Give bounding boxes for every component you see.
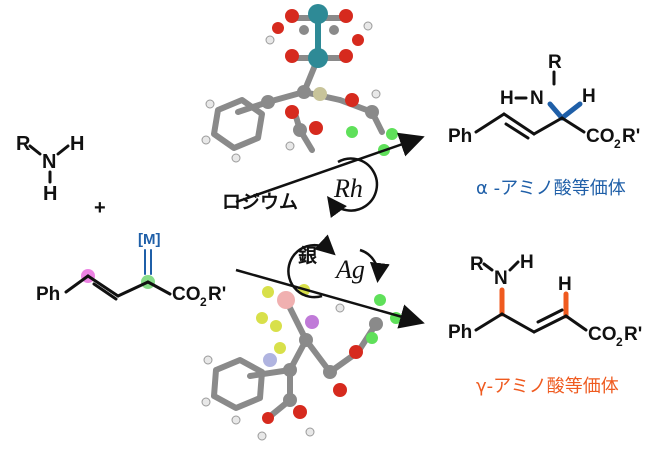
rh-cycle-arrow — [327, 157, 379, 219]
amine-r: R — [16, 133, 31, 155]
rh-symbol: Rh — [333, 174, 363, 203]
reactant-ph: Ph — [36, 284, 60, 305]
ag-model-phenyl — [211, 357, 265, 411]
amine-n: N — [42, 151, 56, 173]
reactant-ester-r: R' — [208, 284, 226, 305]
gamma-caption: γ-アミノ酸等価体 — [476, 376, 619, 397]
gamma-h-n: H — [520, 252, 534, 273]
carbenoid-reactant: [M] Ph CO 2 R' — [36, 231, 226, 309]
alpha-new-bond — [547, 101, 565, 121]
alpha-product: R H N H Ph CO 2 R' α -アミノ酸等価体 — [448, 52, 640, 199]
rh-catalyst-model — [201, 4, 398, 163]
alpha-ester-sub: 2 — [614, 137, 621, 151]
alpha-n: N — [530, 88, 544, 109]
rh-cycle: Rh ロジウム — [222, 157, 379, 219]
rh-atom-1 — [308, 4, 328, 24]
alpha-h-c: H — [582, 86, 596, 107]
gamma-product: R N H H Ph CO 2 R' γ-アミノ酸等価体 — [448, 252, 642, 397]
reactant-bond-3 — [116, 280, 150, 298]
silver-atom — [305, 315, 319, 329]
gamma-r: R — [470, 254, 484, 275]
alpha-ph: Ph — [448, 126, 472, 147]
alpha-ester-co: CO — [586, 126, 615, 147]
gamma-ester-co: CO — [588, 324, 617, 345]
reactant-ester-co: CO — [172, 284, 201, 305]
alpha-new-ch-bond — [559, 101, 583, 121]
ag-symbol: Ag — [334, 255, 365, 284]
ag-label: 銀 — [298, 244, 317, 267]
reactant-bond-1 — [64, 274, 90, 294]
boron-atom — [277, 291, 295, 309]
ag-cycle-arrow — [287, 234, 336, 299]
ag-cycle: Ag 銀 — [287, 234, 390, 299]
gamma-ph: Ph — [448, 322, 472, 343]
reactant-ester-sub: 2 — [200, 295, 207, 309]
alpha-r: R — [548, 52, 562, 73]
rh-reaction-arrow — [235, 132, 425, 204]
gamma-ester-r: R' — [624, 324, 642, 345]
plus-sign: + — [94, 197, 106, 219]
reactant-bond-2b — [92, 282, 118, 301]
amine-reactant: R N H H — [16, 133, 84, 205]
gamma-n: N — [494, 268, 508, 289]
rh-model-phenyl — [211, 97, 265, 151]
amine-n-h-bond — [56, 144, 70, 156]
reactant-bond-2 — [86, 274, 120, 298]
metal-marker: [M] — [138, 231, 161, 248]
alpha-ester-r: R' — [622, 126, 640, 147]
alpha-caption: α -アミノ酸等価体 — [476, 178, 626, 199]
alpha-h-n: H — [500, 88, 514, 109]
rh-label: ロジウム — [222, 191, 298, 213]
rh-atom-2 — [308, 48, 328, 68]
amine-h2: H — [43, 183, 57, 205]
amine-r-n-bond — [28, 144, 42, 156]
gamma-h-c: H — [558, 274, 572, 295]
gamma-ester-sub: 2 — [616, 335, 623, 349]
amine-h1: H — [70, 133, 84, 155]
ag-reaction-arrow — [235, 268, 425, 329]
reactant-bond-4 — [146, 280, 172, 296]
